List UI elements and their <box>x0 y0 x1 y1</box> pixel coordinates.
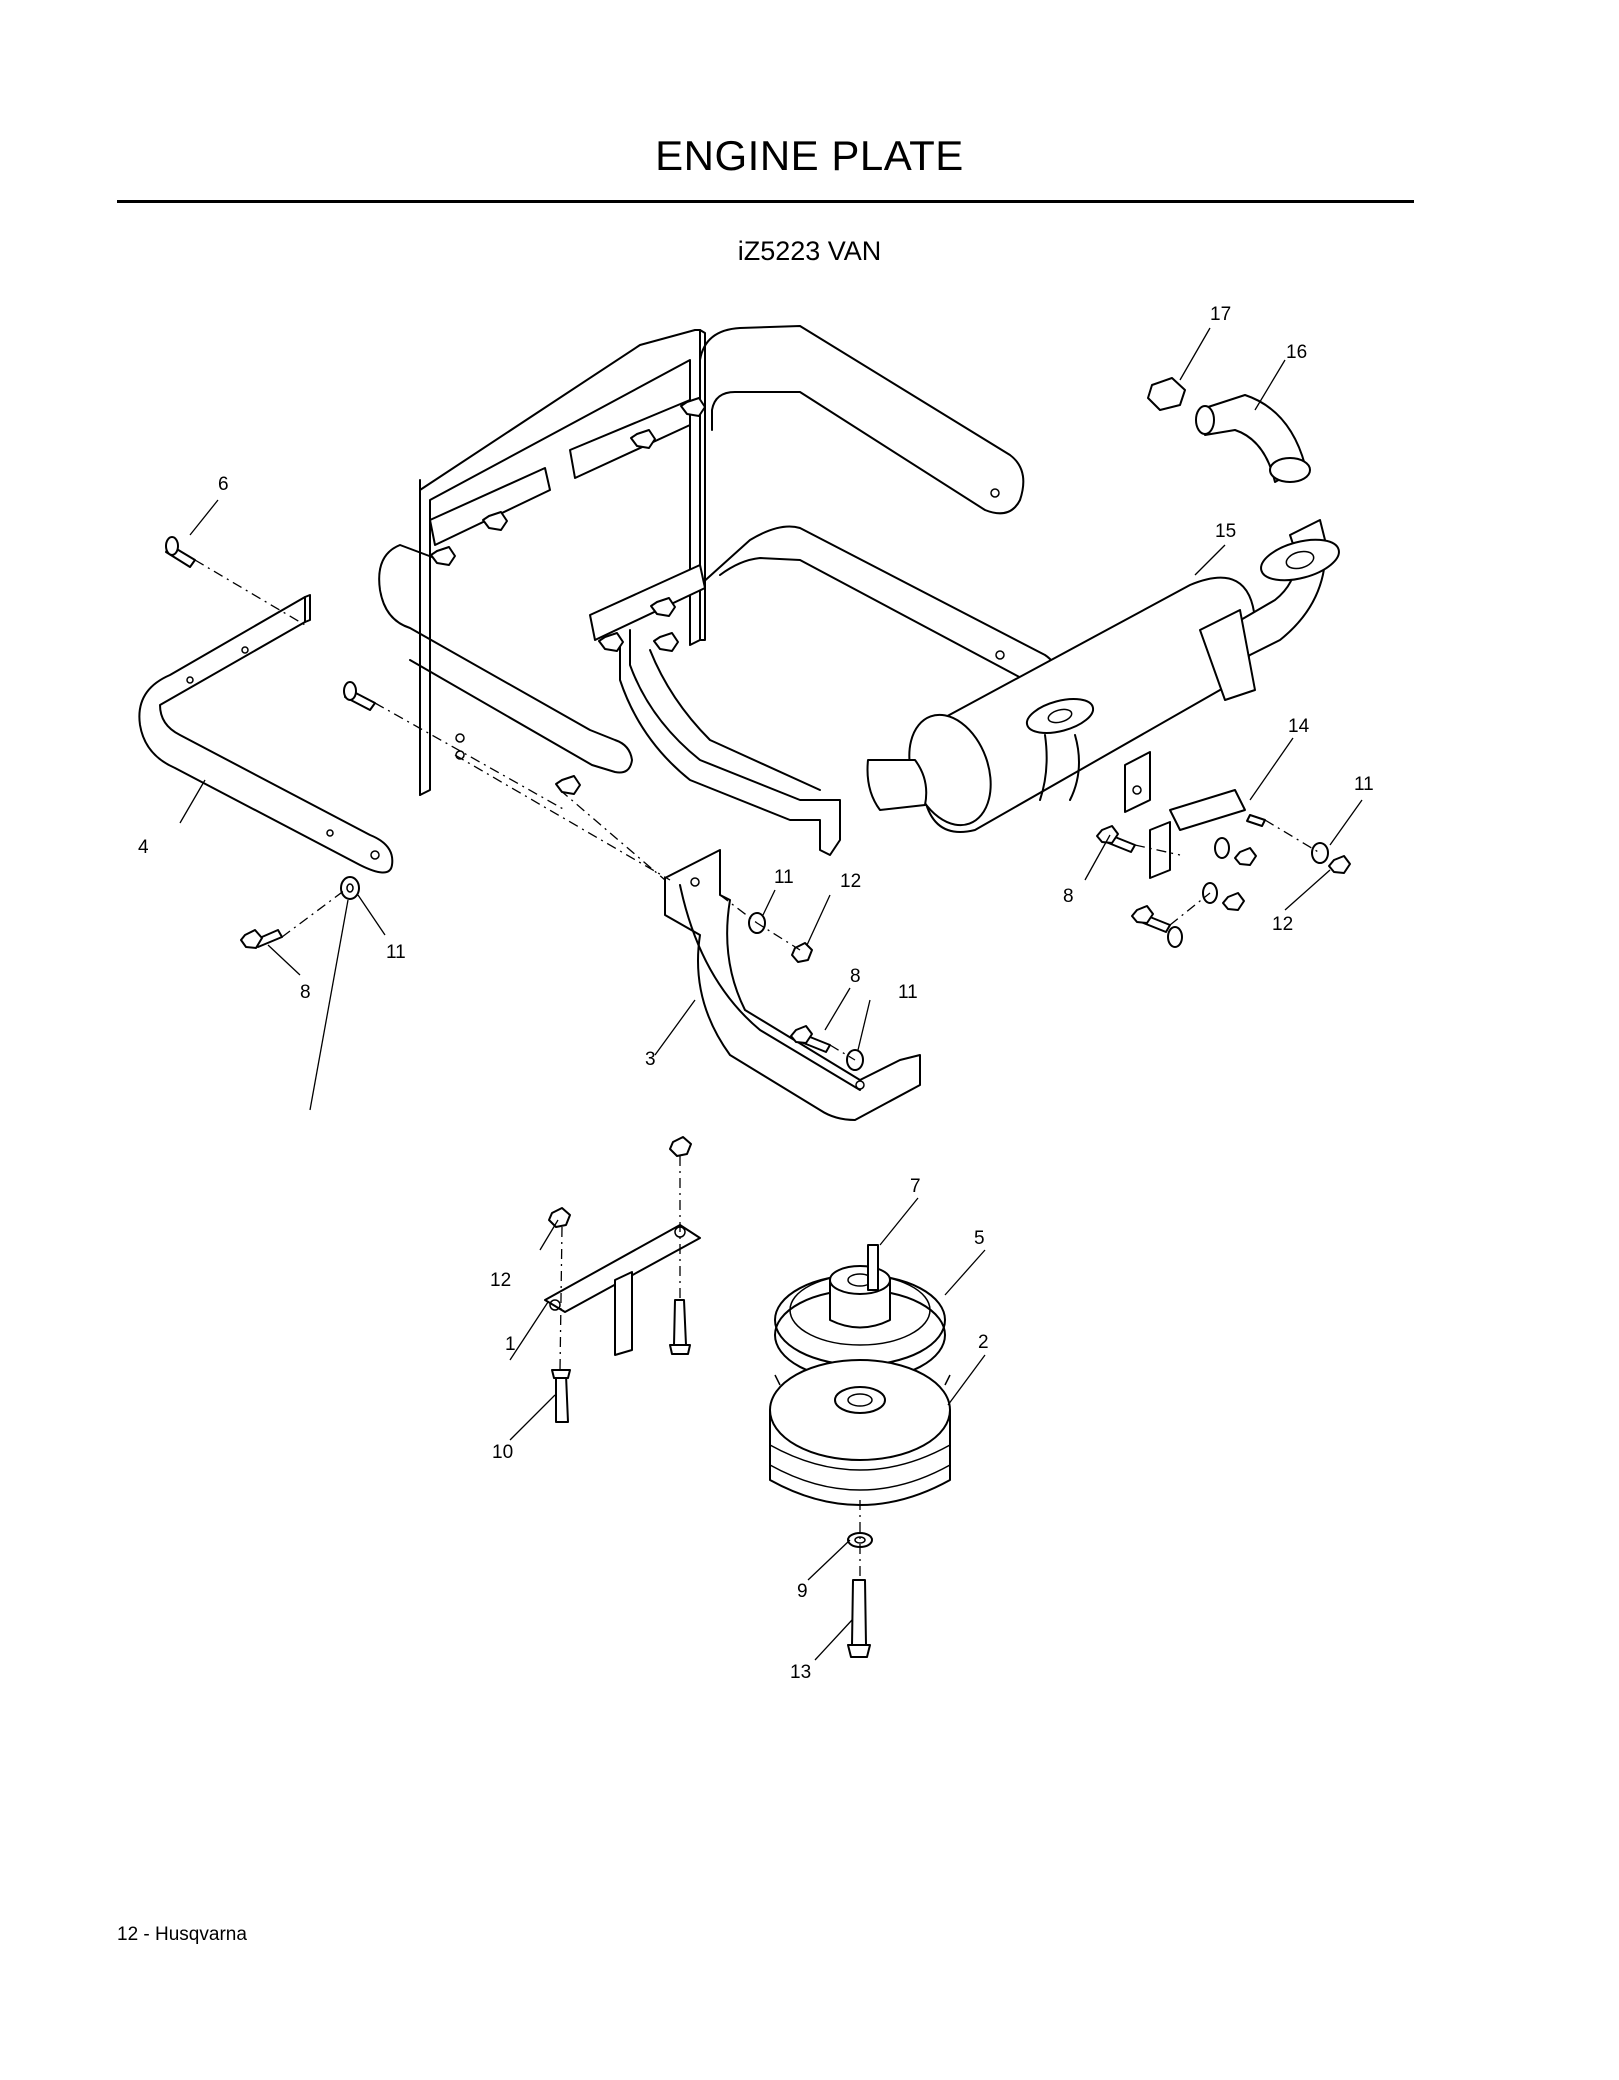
part-15-muffler <box>866 519 1340 833</box>
callout-10: 10 <box>492 1442 513 1463</box>
part-1-plate <box>544 1224 701 1356</box>
callout-8-right: 8 <box>1063 886 1074 907</box>
callout-9: 9 <box>797 1581 808 1602</box>
page-footer: 12 - Husqvarna <box>117 1924 247 1945</box>
callout-8-left: 8 <box>300 982 311 1003</box>
callout-11-right: 11 <box>1354 774 1374 795</box>
callout-12-right: 12 <box>1272 914 1293 935</box>
callout-3: 3 <box>645 1049 656 1070</box>
callout-11-center: 11 <box>774 867 794 888</box>
callout-2: 2 <box>978 1332 989 1353</box>
callout-7: 7 <box>910 1176 921 1197</box>
callout-1: 1 <box>505 1334 516 1355</box>
callout-11-left: 11 <box>386 942 406 963</box>
callout-12-center: 12 <box>840 871 861 892</box>
callout-11-lower: 11 <box>898 982 918 1003</box>
part-2-clutch <box>769 1359 951 1506</box>
hardware <box>165 536 1351 1658</box>
engine-plate-frame <box>378 325 1058 856</box>
callout-15: 15 <box>1215 521 1236 542</box>
callout-16: 16 <box>1286 342 1307 363</box>
callout-leaders <box>179 327 1363 1661</box>
callout-5: 5 <box>974 1228 985 1249</box>
callout-6: 6 <box>218 474 229 495</box>
title-rule <box>117 200 1414 203</box>
callout-4: 4 <box>138 837 149 858</box>
part-16-elbow <box>1195 394 1311 483</box>
callout-13: 13 <box>790 1662 811 1683</box>
part-7-pin <box>867 1244 879 1291</box>
callout-17: 17 <box>1210 304 1231 325</box>
assembly-centerlines <box>194 559 1321 1580</box>
part-3-bent-bracket <box>664 849 921 1121</box>
part-14-mount-bracket <box>1124 751 1246 879</box>
page-title: ENGINE PLATE <box>655 132 964 179</box>
callout-12-idler: 12 <box>490 1270 511 1291</box>
part-4-u-bracket <box>138 594 394 874</box>
callout-8-center: 8 <box>850 966 861 987</box>
part-17-nut <box>1147 377 1186 411</box>
callout-labels: 1 2 3 4 5 6 7 8 8 8 9 10 11 11 11 11 12 … <box>138 304 1374 1683</box>
callout-14: 14 <box>1288 716 1310 737</box>
model-subtitle: iZ5223 VAN <box>737 236 882 266</box>
